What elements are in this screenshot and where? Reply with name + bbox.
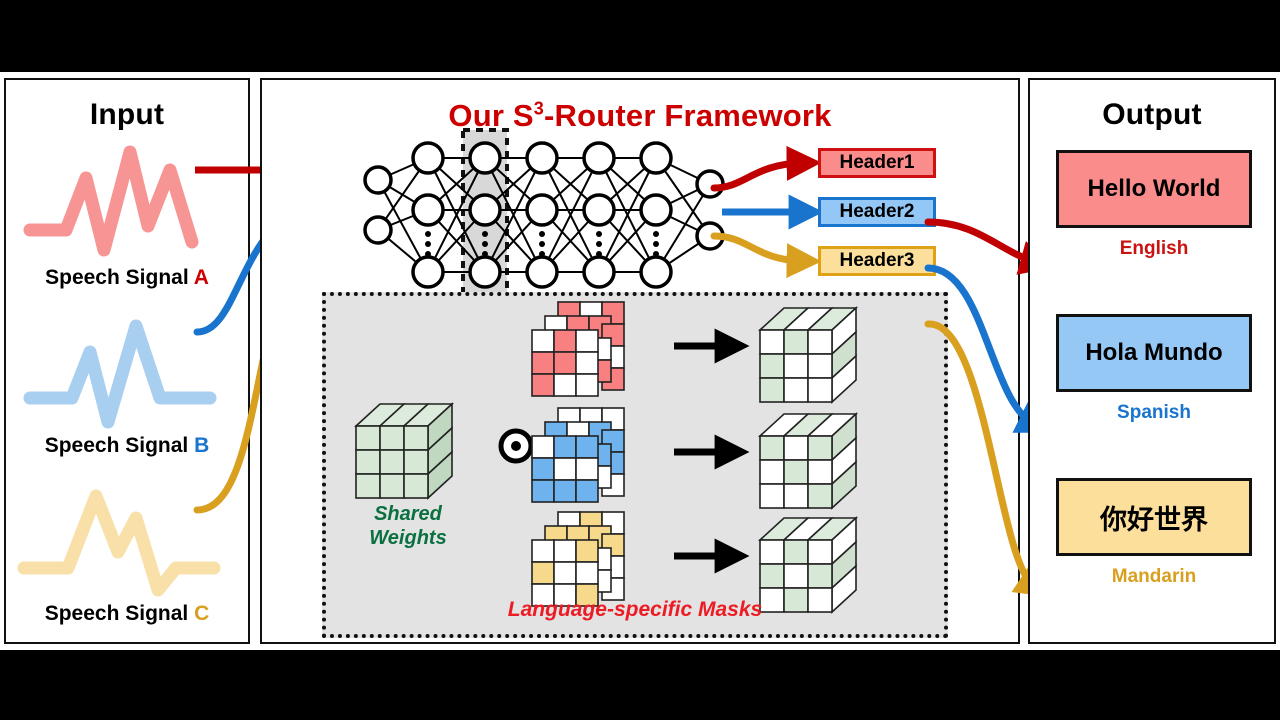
language-mask-red	[531, 301, 625, 397]
header2-box[interactable]: Header2	[818, 197, 936, 227]
signal-b-prefix: Speech Signal	[44, 434, 189, 457]
signal-c-prefix: Speech Signal	[44, 602, 189, 625]
header3-label: Header3	[839, 250, 915, 271]
figure-canvas: Input Speech Signal A Speech Signal B	[0, 72, 1280, 650]
output-mandarin-text: 你好世界	[1100, 504, 1208, 536]
result-cube-blue	[757, 412, 859, 510]
speech-signal-c-label: Speech Signal C	[6, 602, 248, 626]
arrow-mask-red-to-result	[674, 328, 750, 364]
shared-weights-cube	[353, 402, 455, 500]
language-specific-masks-panel: Shared Weights	[322, 292, 948, 638]
arrow-to-header1	[710, 145, 822, 192]
output-spanish-box[interactable]: Hola Mundo	[1056, 314, 1252, 392]
result-cube-red	[757, 306, 859, 404]
output-english-text: Hello World	[1087, 175, 1221, 202]
arrow-header3-to-output3	[924, 320, 1051, 597]
result-cube-yellow	[757, 516, 859, 614]
neural-network-diagram	[363, 128, 725, 300]
input-panel-title: Input	[89, 98, 165, 131]
output-mandarin-box[interactable]: 你好世界	[1056, 478, 1252, 556]
header2-label: Header2	[839, 201, 915, 222]
output-spanish-text: Hola Mundo	[1085, 339, 1223, 366]
language-mask-yellow	[531, 511, 625, 607]
language-specific-masks-caption: Language-specific Masks	[507, 598, 763, 621]
output-panel-title: Output	[1102, 98, 1202, 131]
framework-panel: Our S3-Router Framework	[260, 78, 1020, 644]
network-edges	[377, 157, 711, 273]
arrow-header1-to-output1	[924, 218, 1055, 275]
header-routing-arrows	[710, 145, 824, 279]
output-panel: Output Hello World English Hola Mundo Sp…	[1028, 78, 1276, 644]
arrow-mask-blue-to-result	[674, 434, 750, 470]
hadamard-product-icon	[498, 428, 534, 464]
header1-box[interactable]: Header1	[818, 148, 936, 178]
language-mask-blue	[531, 407, 625, 503]
framework-title-suffix: -Router Framework	[544, 98, 832, 133]
output-spanish-language: Spanish	[1117, 402, 1191, 423]
signal-b-tag: B	[194, 434, 210, 457]
speech-signal-a-label: Speech Signal A	[6, 266, 248, 290]
arrow-to-header3	[710, 232, 822, 279]
arrow-header2-to-output2	[924, 264, 1052, 433]
output-english-language: English	[1119, 238, 1189, 259]
framework-panel-title: Our S3-Router Framework	[262, 98, 1018, 134]
framework-title-superscript: 3	[533, 98, 544, 119]
output-mandarin-language: Mandarin	[1111, 566, 1197, 587]
shared-weights-label: Shared Weights	[342, 502, 474, 550]
signal-a-prefix: Speech Signal	[45, 266, 189, 289]
output-english-box[interactable]: Hello World	[1056, 150, 1252, 228]
arrow-mask-yellow-to-result	[674, 538, 750, 574]
waveform-b	[23, 319, 217, 429]
network-nodes	[363, 141, 725, 289]
signal-a-tag: A	[193, 266, 209, 289]
network-ellipses	[425, 231, 659, 257]
header1-label: Header1	[839, 152, 915, 173]
shared-weights-line2: Weights	[369, 527, 447, 549]
waveform-c	[17, 489, 221, 597]
signal-c-tag: C	[194, 602, 210, 625]
speech-signal-b-label: Speech Signal B	[6, 434, 248, 458]
waveform-a	[23, 145, 199, 257]
framework-title-prefix: Our S	[448, 98, 534, 133]
shared-weights-line1: Shared	[374, 503, 442, 525]
output-routing-arrows	[924, 218, 1055, 597]
header3-box[interactable]: Header3	[818, 246, 936, 276]
